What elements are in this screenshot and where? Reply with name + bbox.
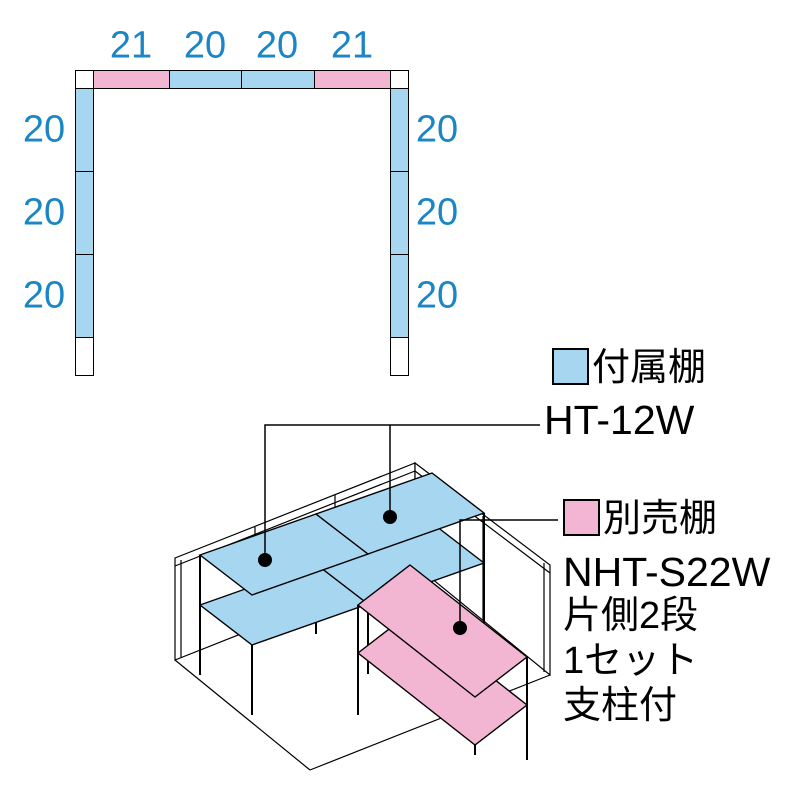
optional-shelf-model: NHT-S22W bbox=[563, 549, 771, 595]
dimension-top-4: 21 bbox=[330, 24, 374, 67]
plan-right-end-cap bbox=[390, 337, 409, 376]
dimension-left-1: 20 bbox=[22, 108, 66, 151]
shelf-marker-dots bbox=[258, 510, 467, 635]
leader-included-shelf bbox=[264, 424, 540, 560]
dimension-right-2: 20 bbox=[415, 191, 459, 234]
optional-shelf-detail-3: 支柱付 bbox=[563, 685, 678, 727]
optional-shelf-detail-1: 片側2段 bbox=[563, 595, 699, 637]
optional-shelf-name: 別売棚 bbox=[603, 498, 718, 540]
dimension-right-3: 20 bbox=[415, 274, 459, 317]
dimension-top-3: 20 bbox=[255, 24, 299, 67]
leader-optional-shelf bbox=[459, 519, 558, 628]
marker-dot-2 bbox=[383, 510, 397, 524]
dimension-top-1: 21 bbox=[109, 24, 153, 67]
marker-dot-3 bbox=[453, 621, 467, 635]
dimension-top-2: 20 bbox=[183, 24, 227, 67]
optional-shelf-boards bbox=[356, 564, 529, 746]
dimension-left-2: 20 bbox=[22, 191, 66, 234]
marker-dot-1 bbox=[258, 553, 272, 567]
leader-lines bbox=[264, 424, 558, 628]
included-shelf-boards bbox=[198, 472, 486, 646]
dimension-right-1: 20 bbox=[415, 108, 459, 151]
optional-shelf-color-swatch bbox=[563, 499, 600, 536]
plan-left-end-cap bbox=[75, 337, 94, 376]
dimension-left-3: 20 bbox=[22, 274, 66, 317]
optional-shelf-detail-2: 1セット bbox=[563, 640, 699, 682]
included-shelf-model: HT-12W bbox=[544, 397, 695, 443]
included-shelf-unit bbox=[198, 472, 486, 715]
included-shelf-color-swatch bbox=[552, 348, 589, 385]
optional-shelf-unit bbox=[356, 564, 529, 760]
included-shelf-name: 付属棚 bbox=[592, 347, 707, 389]
